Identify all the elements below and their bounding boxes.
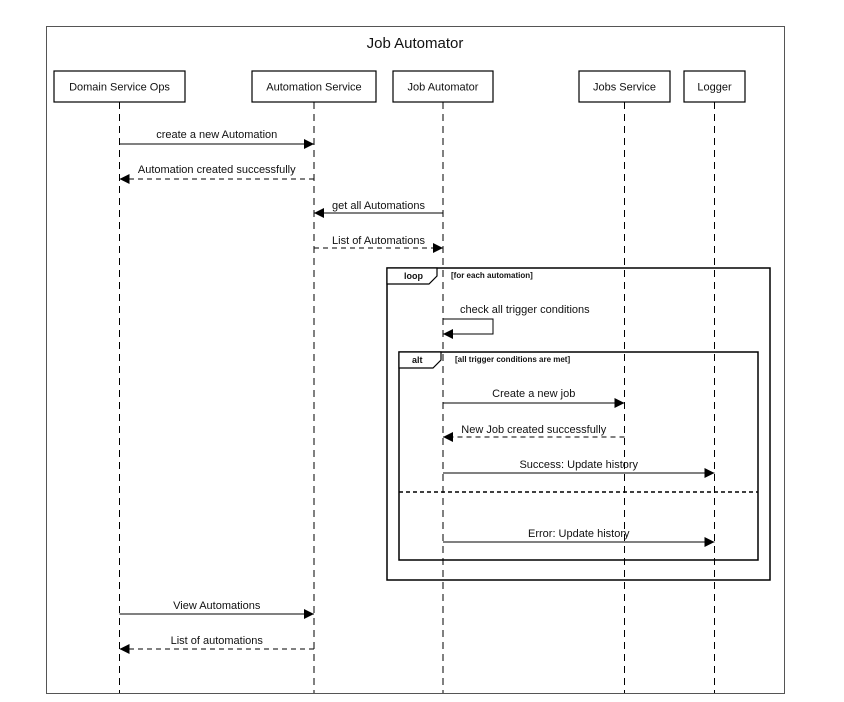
participant-automation-service: Automation Service (251, 70, 377, 103)
message-get-all-automations: get all Automations (314, 200, 443, 218)
alt-frame-tag: alt (412, 355, 423, 365)
loop-frame: loop [for each automation] (386, 267, 771, 581)
participant-logger: Logger (683, 70, 746, 103)
message-label: Error: Update history (528, 528, 630, 540)
message-create-new-job: Create a new job (443, 388, 625, 408)
alt-frame-condition: [all trigger conditions are met] (455, 355, 570, 364)
diagram-frame (46, 26, 785, 694)
participant-label: Logger (697, 82, 732, 94)
message-label: Automation created successfully (138, 164, 296, 176)
participant-label: Jobs Service (593, 82, 656, 94)
message-label: create a new Automation (156, 129, 277, 141)
message-list-of-automations-reply: List of automations (119, 635, 314, 654)
message-view-automations: View Automations (119, 600, 314, 619)
message-error-update-history: Error: Update history (443, 528, 715, 547)
diagram-title: Job Automator (367, 35, 464, 52)
participant-label: Job Automator (408, 82, 479, 94)
message-label: get all Automations (332, 200, 425, 212)
message-label: View Automations (173, 600, 261, 612)
message-create-automation: create a new Automation (119, 129, 314, 149)
alt-frame: alt [all trigger conditions are met] (398, 351, 759, 561)
loop-frame-condition: [for each automation] (451, 271, 533, 280)
message-automation-created: Automation created successfully (119, 164, 314, 184)
participant-label: Domain Service Ops (69, 82, 170, 94)
message-label: List of Automations (332, 235, 425, 247)
message-label: Success: Update history (519, 459, 638, 471)
participant-label: Automation Service (266, 82, 361, 94)
participant-domain-service-ops: Domain Service Ops (53, 70, 186, 103)
message-success-update-history: Success: Update history (443, 459, 715, 478)
message-new-job-created: New Job created successfully (443, 424, 625, 442)
message-label: check all trigger conditions (460, 304, 590, 316)
message-check-trigger-conditions: check all trigger conditions (443, 304, 590, 339)
message-list-of-automations: List of Automations (314, 235, 443, 253)
message-label: Create a new job (492, 388, 575, 400)
participant-job-automator: Job Automator (392, 70, 494, 103)
message-label: List of automations (171, 635, 264, 647)
message-label: New Job created successfully (461, 424, 606, 436)
participant-jobs-service: Jobs Service (578, 70, 671, 103)
loop-frame-tag: loop (404, 271, 423, 281)
